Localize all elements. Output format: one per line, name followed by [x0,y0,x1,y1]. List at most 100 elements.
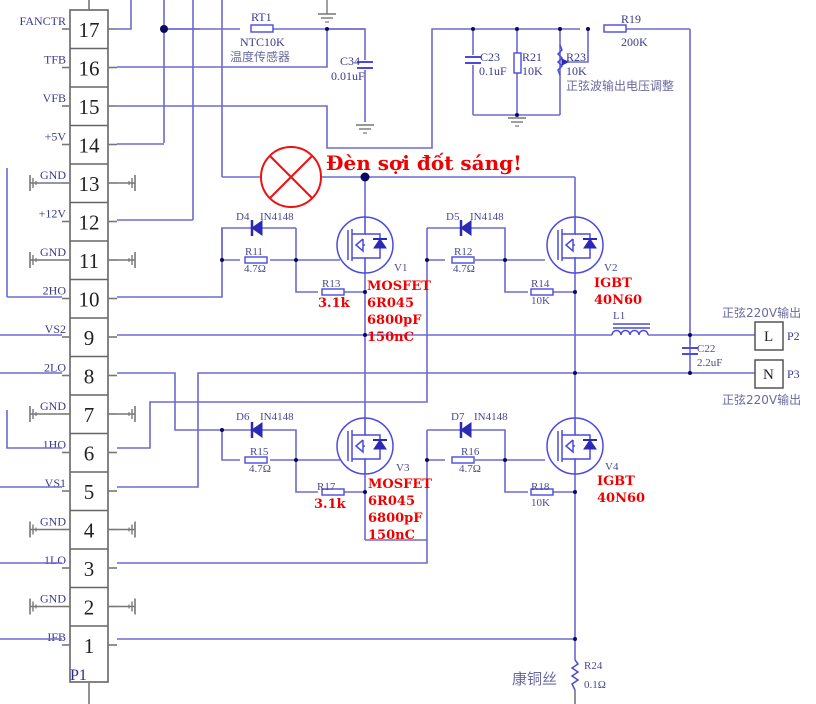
svg-text:IGBT: IGBT [594,276,632,291]
svg-text:NTC10K: NTC10K [240,35,285,49]
diodes [250,220,472,438]
svg-text:IN4148: IN4148 [474,411,508,423]
connector-p1: 17FANCTR16TFB15VFB14+5V13GND12+12V11GND1… [20,0,117,704]
svg-text:L1: L1 [613,310,625,322]
pin-number: 2 [84,596,95,620]
junctions [160,25,692,641]
pin-number: 14 [79,134,101,158]
resistor-r11 [244,256,268,264]
svg-text:正弦220V输出: 正弦220V输出 [722,305,801,320]
svg-text:R18: R18 [531,481,550,493]
pin-number: 4 [84,519,95,543]
svg-text:10K: 10K [531,497,550,509]
ground-icon [356,124,374,134]
pin-number: 12 [79,211,100,235]
svg-text:R12: R12 [454,246,472,258]
pin-number: 1 [84,634,95,658]
svg-text:6R045: 6R045 [367,296,414,311]
svg-text:40N60: 40N60 [594,293,642,308]
pin-label: GND [40,399,66,413]
svg-text:D5: D5 [446,211,460,223]
svg-text:10K: 10K [531,295,550,307]
svg-text:2.2uF: 2.2uF [697,357,722,369]
terminal-p3 [754,359,784,389]
svg-text:10K: 10K [522,64,543,78]
ground-icon [29,598,62,615]
ground-icon [117,252,136,268]
svg-text:P3: P3 [787,367,800,381]
svg-text:IN4148: IN4148 [470,211,504,223]
svg-text:IGBT: IGBT [597,474,635,489]
svg-text:P2: P2 [787,329,800,343]
svg-text:0.01uF: 0.01uF [331,69,365,83]
pin-number: 10 [79,288,100,312]
inductor-l1 [611,323,650,336]
svg-text:R14: R14 [531,278,550,290]
potentiometer-r23 [556,44,570,76]
pin-label: +12V [39,207,67,221]
lamp-annotation: Đèn sợi đốt sáng! [326,151,522,175]
wires [0,0,760,660]
svg-text:MOSFET: MOSFET [367,279,431,294]
diode-icon [459,422,472,438]
svg-text:D6: D6 [236,411,250,423]
svg-text:D7: D7 [451,411,465,423]
transistor-icon [336,216,394,274]
pin-label: VFB [43,91,66,105]
svg-text:6R045: 6R045 [368,494,415,509]
pin-label: 1HO [43,438,67,452]
svg-text:正弦波输出电压调整: 正弦波输出电压调整 [566,78,674,93]
svg-text:正弦220V输出: 正弦220V输出 [722,392,801,407]
transistor-icon [546,417,604,475]
svg-text:C34: C34 [340,54,360,68]
svg-text:10K: 10K [566,64,587,78]
pin-label: 1LO [44,553,66,567]
pin-number: 5 [84,480,95,504]
ground-icon [29,175,62,191]
svg-text:C23: C23 [480,50,500,64]
pin-number: 13 [79,172,100,196]
pin-number: 17 [79,18,100,42]
resistor-r14 [530,288,554,296]
svg-text:40N60: 40N60 [597,491,645,506]
pin-number: 16 [79,57,100,81]
resistor-r13 [321,288,345,296]
pin-label: +5V [45,130,67,144]
svg-text:D4: D4 [236,211,250,223]
svg-text:0.1Ω: 0.1Ω [584,679,606,691]
svg-text:R17: R17 [317,481,336,493]
svg-text:3.1k: 3.1k [318,296,351,311]
ground-icon [117,598,136,615]
resistors [244,24,627,496]
resistor-r15 [244,456,268,464]
resistor-r12 [451,256,475,264]
transistors [336,216,604,475]
diode-icon [459,220,472,236]
resistor-r21 [513,52,522,74]
ground-icon [117,406,136,422]
pin-number: 9 [84,326,95,350]
svg-text:0.1uF: 0.1uF [479,64,507,78]
ground-icon [508,117,526,127]
pin-label: GND [40,592,66,606]
svg-text:3.1k: 3.1k [314,497,347,512]
svg-text:C22: C22 [697,343,715,355]
svg-text:IN4148: IN4148 [260,411,294,423]
pin-label: GND [40,168,66,182]
svg-text:IN4148: IN4148 [260,211,294,223]
ground-icon [117,175,136,191]
pin-label: GND [40,515,66,529]
svg-text:L: L [764,329,773,345]
svg-text:R13: R13 [322,278,341,290]
svg-text:康铜丝: 康铜丝 [512,670,557,688]
capacitors [357,56,698,355]
resistor-r17 [321,488,345,496]
pin-label: VS2 [45,322,66,336]
ground-icon [29,252,62,268]
svg-text:R15: R15 [250,446,269,458]
terminal-p2 [754,321,784,351]
svg-text:MOSFET: MOSFET [368,477,432,492]
ground-icon [29,521,62,538]
